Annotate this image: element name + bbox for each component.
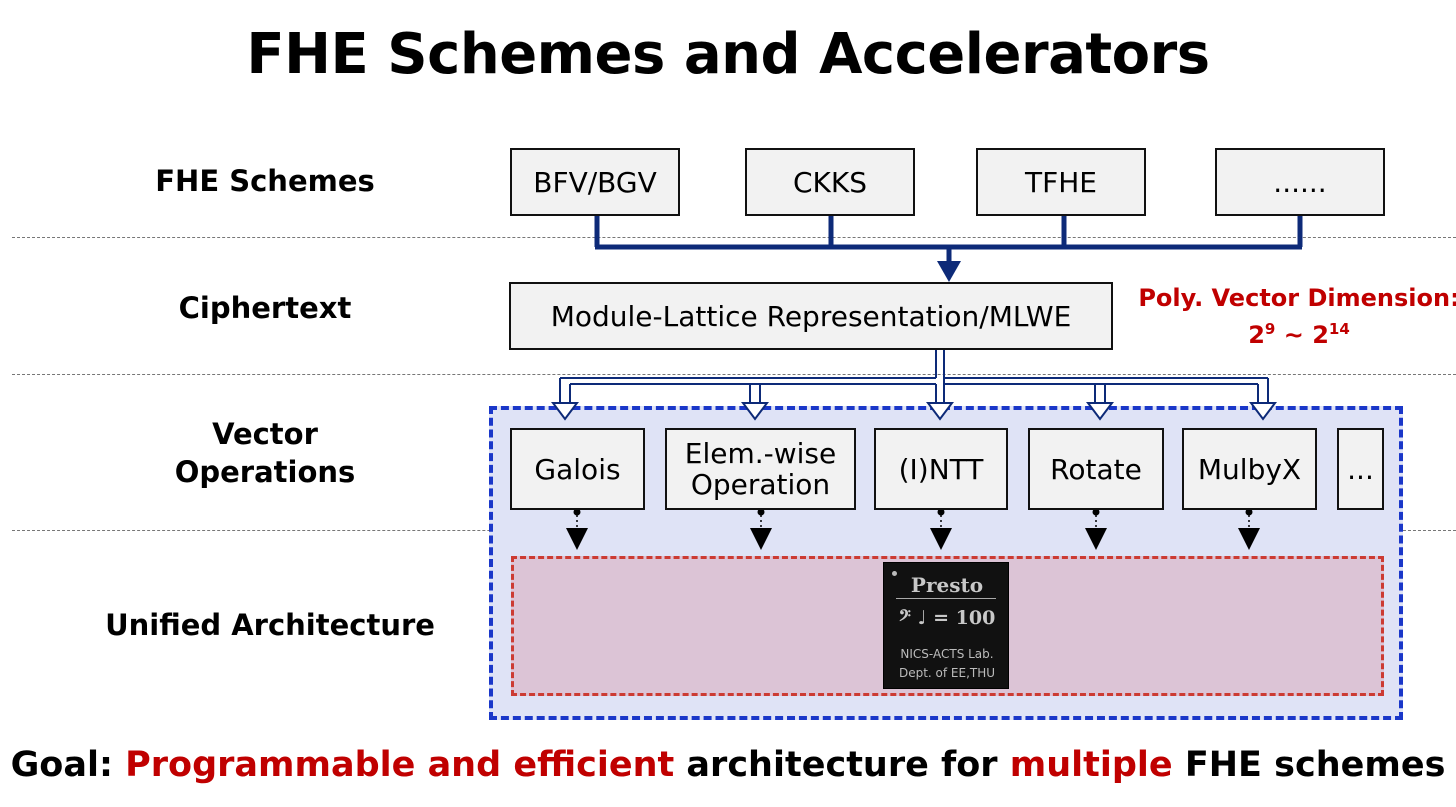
row-separator-1 xyxy=(12,237,1456,238)
page-title: FHE Schemes and Accelerators xyxy=(246,22,1210,87)
row-label-vector-line2: Operations xyxy=(174,455,356,489)
quarter-note-icon: ♩ xyxy=(917,607,927,629)
bus-arrow-head xyxy=(937,261,961,282)
scheme-box-bfv-bgv: BFV/BGV xyxy=(510,148,680,216)
op-box-rotate: Rotate xyxy=(1028,428,1164,510)
bass-clef-icon: 𝄢 xyxy=(898,607,911,629)
chip-tempo: 𝄢 ♩ = 100 xyxy=(898,607,996,629)
goal-statement: Goal: Programmable and efficient archite… xyxy=(10,745,1446,785)
chip-divider xyxy=(896,598,996,599)
chip-lab-text: NICS-ACTS Lab. Dept. of EE,THU xyxy=(898,647,996,680)
row-label-vector-line1: Vector xyxy=(212,417,318,451)
row-label-ciphertext: Ciphertext xyxy=(178,291,352,325)
op-elemwise-line1: Elem.-wise xyxy=(684,437,837,470)
presto-chip-image: Presto 𝄢 ♩ = 100 NICS-ACTS Lab. Dept. of… xyxy=(883,562,1009,689)
op-elemwise-line2: Operation xyxy=(690,468,831,501)
chip-pin1-dot xyxy=(892,571,897,576)
row-label-vector-operations: Vector Operations xyxy=(110,415,420,491)
op-arrows xyxy=(566,508,1260,550)
op-box-galois: Galois xyxy=(510,428,645,510)
scheme-box-ckks: CKKS xyxy=(745,148,915,216)
row-label-unified-architecture: Unified Architecture xyxy=(105,608,435,642)
scheme-bus xyxy=(594,215,1303,262)
poly-dimension-annotation: Poly. Vector Dimension: 29 ~ 214 xyxy=(1134,283,1456,351)
op-box-ntt: (I)NTT xyxy=(874,428,1008,510)
poly-dimension-range: 29 ~ 214 xyxy=(1248,320,1350,349)
scheme-box-more: ...... xyxy=(1215,148,1385,216)
poly-dimension-label: Poly. Vector Dimension: xyxy=(1138,284,1456,312)
op-box-more: ... xyxy=(1337,428,1384,510)
chip-name: Presto xyxy=(910,573,984,597)
row-separator-2 xyxy=(12,374,1456,375)
op-box-elemwise: Elem.-wise Operation xyxy=(665,428,856,510)
op-box-mulbyx: MulbyX xyxy=(1182,428,1317,510)
ciphertext-box: Module-Lattice Representation/MLWE xyxy=(509,282,1113,350)
scheme-box-tfhe: TFHE xyxy=(976,148,1146,216)
row-label-fhe-schemes: FHE Schemes xyxy=(155,164,375,198)
fanout-wires xyxy=(551,350,1277,421)
